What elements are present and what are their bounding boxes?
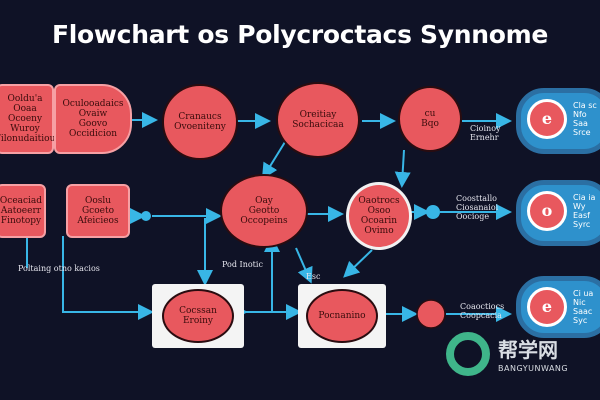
connector-box2-down: [62, 236, 154, 320]
center-caption: Pod Inotic: [222, 260, 263, 269]
node-mid-ellipse[interactable]: Oaotrocs Osoo Ocoarin Ovimo: [346, 182, 412, 250]
left-caption: Poltaing otno kacios: [18, 264, 100, 273]
mid-right-label: Coosttallo Ciosanaioi Oocioge: [456, 194, 499, 221]
node-top-ellipse-3[interactable]: cu Bqo: [398, 86, 462, 152]
node-label: Oreitiay Sochacicaa: [292, 110, 344, 130]
junction-dot-mid-left: [141, 211, 151, 221]
panel-bottom-left: Cocssan Eroiny: [152, 284, 244, 348]
pill-mid[interactable]: o Cia ia Wy Easf Syrc: [516, 180, 600, 246]
pill-top-icon: e: [527, 99, 567, 139]
node-mid-left-box[interactable]: Oceaciad Aatoeerr Finotopy: [0, 184, 46, 238]
node-label: Cocssan Eroiny: [179, 306, 217, 326]
pill-bottom-icon: e: [527, 287, 567, 327]
pill-label: Ci ua Nic Saac Syc: [573, 289, 594, 325]
diagram-title: Flowchart os Polycroctacs Synnome: [51, 20, 549, 49]
pill-top[interactable]: e Cla sc Nfo Saa Srce: [516, 88, 600, 154]
pill-bottom[interactable]: e Ci ua Nic Saac Syc: [516, 276, 600, 338]
node-top-ellipse-2[interactable]: Oreitiay Sochacicaa: [276, 82, 360, 158]
watermark-cn: 帮学网: [498, 338, 558, 362]
center-small-label: Esc: [306, 272, 321, 281]
node-top-mid-box[interactable]: Oculooadaics Ovaiw Goovo Occidicion: [54, 84, 132, 154]
node-label: Ooldu'a Ooaa Ocoeny Wuroy Filonudaitiou: [0, 94, 56, 144]
pill-label: Cla sc Nfo Saa Srce: [573, 101, 597, 137]
arrow-center-to-right-panel: [295, 247, 313, 284]
node-bottom-ellipse-1[interactable]: Cocssan Eroiny: [162, 289, 234, 343]
top-right-label: Cioinoy Ernehr: [470, 124, 501, 142]
node-label: Ooslu Gcoeto Afeicieos: [77, 196, 119, 226]
junction-dot-bottom-right: [416, 299, 446, 329]
node-label: Oceaciad Aatoeerr Finotopy: [0, 196, 43, 226]
q-logo-icon: [446, 332, 490, 376]
panel-bottom-right: Pocnanino: [298, 284, 386, 348]
watermark-logo: 帮学网 BANGYUNWANG: [446, 330, 586, 384]
node-label: Pocnanino: [318, 311, 366, 321]
node-bottom-ellipse-2[interactable]: Pocnanino: [306, 289, 378, 343]
node-label: cu Bqo: [421, 109, 439, 129]
arrow-ellipse3-to-mid-ellipse: [394, 149, 411, 188]
node-label: Oculooadaics Ovaiw Goovo Occidicion: [62, 99, 124, 139]
bottom-right-label: Coaoctiocs Coopcacia: [460, 302, 505, 320]
node-label: Oaotrocs Osoo Ocoarin Ovimo: [358, 196, 400, 236]
pill-mid-icon: o: [527, 191, 567, 231]
node-mid-box-2[interactable]: Ooslu Gcoeto Afeicieos: [66, 184, 130, 238]
node-top-ellipse-1[interactable]: Cranaucs Ovoeniteny: [162, 84, 238, 160]
node-label: Cranaucs Ovoeniteny: [174, 112, 226, 132]
pill-label: Cia ia Wy Easf Syrc: [573, 193, 596, 229]
node-center-ellipse[interactable]: Oay Geotto Occopeins: [220, 174, 308, 248]
node-label: Oay Geotto Occopeins: [240, 196, 288, 226]
arrow-mid-ellipse-to-bottom: [343, 249, 373, 278]
junction-dot-mid-right: [426, 205, 440, 219]
arrow-ellipse2-to-center: [261, 141, 286, 180]
node-top-left-box[interactable]: Ooldu'a Ooaa Ocoeny Wuroy Filonudaitiou: [0, 84, 56, 154]
watermark-en: BANGYUNWANG: [498, 364, 569, 373]
